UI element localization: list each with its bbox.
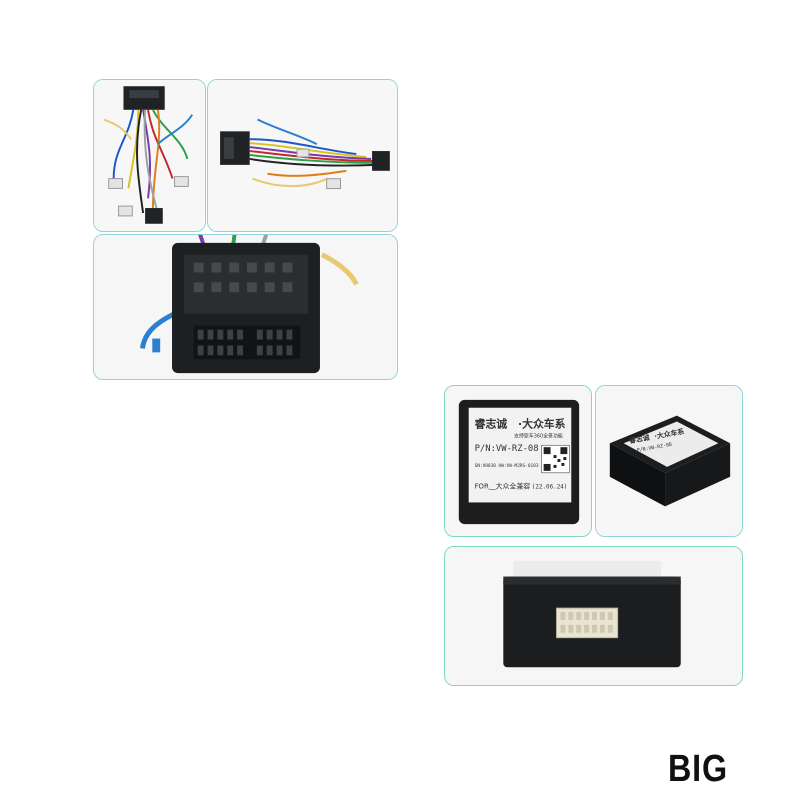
- module-connector-side-photo: [444, 546, 743, 686]
- module-part-number-text: P/N:VW-RZ-08: [475, 444, 539, 454]
- module-angled-photo: 睿志诚 ·大众车系 P/N:VW-RZ-08: [595, 385, 743, 537]
- qr-code-icon: [541, 444, 570, 474]
- big-label: BIG: [668, 748, 728, 790]
- harness-horizontal-image: [208, 80, 397, 231]
- connector-closeup-photo: [93, 234, 398, 380]
- module-angled-brand-text: 睿志诚: [628, 433, 650, 445]
- module-series-text: ·大众车系: [518, 416, 566, 430]
- module-connector-side-image: [446, 547, 741, 685]
- module-subtitle-text: 支持原车360全景功能: [514, 432, 563, 439]
- harness-photo-horizontal: [207, 79, 398, 232]
- module-brand-text: 睿志诚: [475, 416, 508, 430]
- module-label-front-photo: 睿志诚 ·大众车系 支持原车360全景功能 P/N:VW-RZ-08 SN:V0…: [444, 385, 592, 537]
- module-angled-image: 睿志诚 ·大众车系 P/N:VW-RZ-08: [596, 386, 742, 536]
- module-date-text: (22.06.24): [532, 485, 568, 491]
- module-label-front-image: 睿志诚 ·大众车系 支持原车360全景功能 P/N:VW-RZ-08 SN:V0…: [445, 386, 591, 536]
- module-for-line-text: FOR__大众全兼容: [475, 482, 531, 491]
- connector-closeup-image: [95, 235, 396, 379]
- harness-photo-vertical: [93, 79, 206, 232]
- harness-vertical-image: [94, 80, 205, 231]
- module-serial-text: SN:V0030 HW:VW-M2RS-0103: [475, 463, 539, 469]
